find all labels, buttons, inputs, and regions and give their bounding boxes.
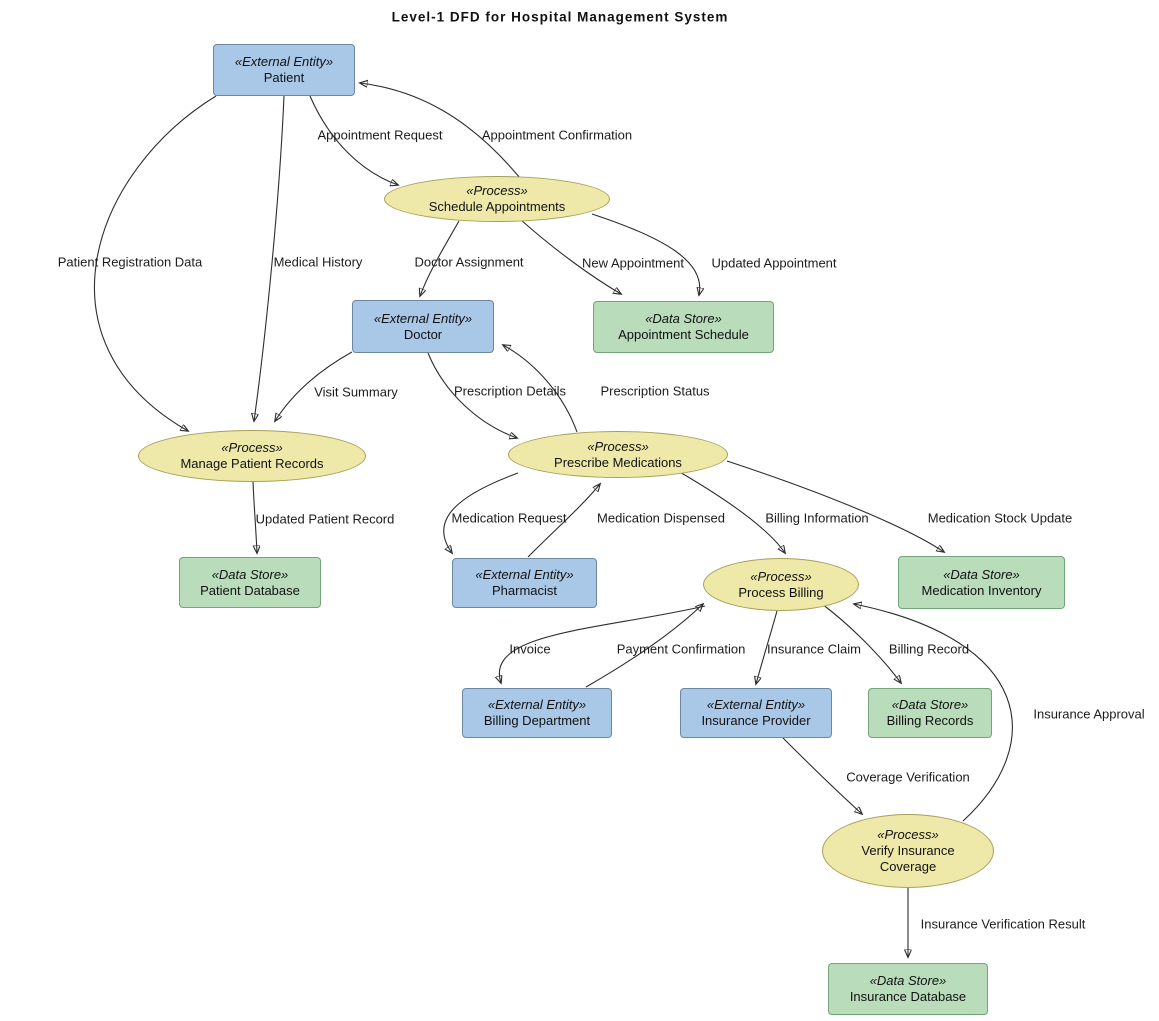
edge-medication-dispensed [527,484,600,558]
diagram-title: Level-1 DFD for Hospital Management Syst… [391,9,729,25]
node-appointment-schedule-name: Appointment Schedule [618,327,749,342]
edge-label-payment-confirmation: Payment Confirmation [616,641,746,657]
edge-medical-history [254,95,285,421]
node-process-billing-stereotype: «Process» [750,568,812,584]
edge-label-patient-registration-data: Patient Registration Data [57,254,203,270]
node-manage-patient-records-name: Manage Patient Records [180,456,324,471]
edge-label-insurance-verification-result: Insurance Verification Result [920,916,1086,932]
node-appointment-schedule-stereotype: «Data Store» [645,311,722,327]
edge-label-prescription-status: Prescription Status [600,383,710,399]
node-pharmacist-name: Pharmacist [491,583,558,598]
edge-doctor-assignment [420,220,460,296]
node-verify-insurance-coverage-name: Verify Insurance Coverage [861,843,955,874]
node-billing-records-stereotype: «Data Store» [891,697,969,713]
node-pharmacist-stereotype: «External Entity» [475,567,574,583]
node-prescribe-medications: «Process» Prescribe Medications [508,431,728,478]
node-schedule-appointments: «Process» Schedule Appointments [384,176,610,222]
edge-patient-registration-data [93,95,217,431]
edge-updated-patient-record [253,481,257,553]
node-appointment-schedule: «Data Store» Appointment Schedule [593,301,774,353]
edge-label-insurance-claim: Insurance Claim [767,641,861,657]
edge-insurance-approval [854,604,1013,822]
node-billing-records-name: Billing Records [886,713,974,728]
edge-label-new-appointment: New Appointment [582,255,684,271]
edge-label-medication-stock-update: Medication Stock Update [927,510,1073,526]
edge-medication-request [443,472,519,553]
node-manage-patient-records: «Process» Manage Patient Records [138,430,366,482]
edge-label-medication-request: Medication Request [451,510,567,526]
node-billing-department: «External Entity» Billing Department [462,688,612,738]
node-patient: «External Entity» Patient [213,44,355,96]
node-pharmacist: «External Entity» Pharmacist [452,558,597,608]
edge-billing-information [677,470,785,553]
node-prescribe-medications-name: Prescribe Medications [554,454,682,470]
edge-updated-appointment [591,213,700,295]
node-doctor-name: Doctor [403,326,443,342]
node-schedule-appointments-stereotype: «Process» [466,183,528,199]
node-medication-inventory: «Data Store» Medication Inventory [898,556,1065,609]
node-insurance-provider-name: Insurance Provider [701,713,811,728]
node-process-billing-name: Process Billing [738,584,824,600]
node-patient-database-stereotype: «Data Store» [211,566,289,582]
node-patient-name: Patient [263,70,305,85]
node-patient-database: «Data Store» Patient Database [179,557,321,608]
edge-label-insurance-approval: Insurance Approval [1033,706,1145,722]
node-insurance-database-name: Insurance Database [849,989,967,1004]
edge-invoice [499,605,706,683]
edge-coverage-verification [782,737,862,814]
node-billing-records: «Data Store» Billing Records [868,688,992,738]
node-process-billing: «Process» Process Billing [703,558,859,611]
edge-label-medication-dispensed: Medication Dispensed [597,510,725,526]
edge-payment-confirmation [585,604,703,688]
edge-label-updated-patient-record: Updated Patient Record [255,511,395,527]
edge-label-medical-history: Medical History [273,254,363,270]
node-medication-inventory-stereotype: «Data Store» [943,566,1020,582]
node-patient-database-name: Patient Database [200,582,300,598]
edge-label-invoice: Invoice [509,641,551,657]
node-verify-insurance-coverage-stereotype: «Process» [877,827,939,843]
node-insurance-database: «Data Store» Insurance Database [828,963,988,1015]
edge-appointment-request [309,95,398,185]
node-prescribe-medications-stereotype: «Process» [587,438,649,454]
node-billing-department-stereotype: «External Entity» [487,697,587,713]
edge-prescription-details [427,352,517,438]
edge-label-visit-summary: Visit Summary [314,384,398,400]
node-doctor-stereotype: «External Entity» [373,310,473,326]
node-verify-insurance-coverage: «Process» Verify Insurance Coverage [822,814,994,888]
edge-prescription-status [503,345,578,433]
edge-appointment-confirmation [360,83,521,179]
node-patient-stereotype: «External Entity» [234,54,334,70]
edge-label-prescription-details: Prescription Details [454,383,566,399]
node-schedule-appointments-name: Schedule Appointments [428,199,566,214]
edge-billing-record [821,603,901,683]
edge-visit-summary [275,351,353,421]
node-insurance-database-stereotype: «Data Store» [869,973,947,989]
edge-medication-stock-update [726,460,944,552]
node-doctor: «External Entity» Doctor [352,300,494,353]
node-insurance-provider-stereotype: «External Entity» [706,697,806,713]
edge-label-appointment-confirmation: Appointment Confirmation [481,127,633,143]
node-manage-patient-records-stereotype: «Process» [221,440,283,456]
edge-label-coverage-verification: Coverage Verification [846,769,970,785]
edge-label-billing-information: Billing Information [765,510,869,526]
edge-label-updated-appointment: Updated Appointment [711,255,837,271]
node-medication-inventory-name: Medication Inventory [921,582,1042,598]
edge-label-appointment-request: Appointment Request [317,127,443,143]
edge-insurance-claim [756,610,778,684]
edge-label-billing-record: Billing Record [888,641,970,657]
edge-label-doctor-assignment: Doctor Assignment [414,254,524,270]
edge-new-appointment [520,219,621,294]
node-billing-department-name: Billing Department [483,713,591,728]
node-insurance-provider: «External Entity» Insurance Provider [680,688,832,738]
